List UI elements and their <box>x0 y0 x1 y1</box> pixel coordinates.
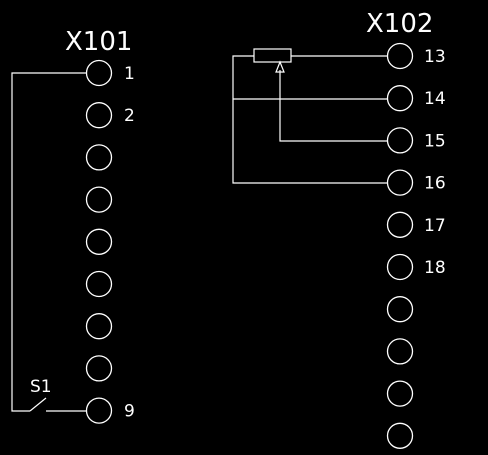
wiper-arrow-icon <box>275 60 285 73</box>
terminal-x102-2 <box>386 85 414 112</box>
terminal-x101-2 <box>85 102 113 129</box>
potentiometer-wiper-to-t15 <box>279 70 387 142</box>
terminal-x101-9 <box>85 397 113 424</box>
switch-s1-label: S1 <box>30 377 52 397</box>
terminal-x102-4 <box>386 169 414 196</box>
x102-wiring <box>232 48 387 184</box>
potentiometer-body <box>253 48 292 63</box>
pin-label-x102-5: 17 <box>424 216 446 236</box>
terminal-x101-5 <box>85 228 113 255</box>
pin-label-x102-1: 13 <box>424 47 446 67</box>
pin-label-x101-1: 1 <box>124 64 135 84</box>
terminal-x102-1 <box>386 42 414 70</box>
terminal-x101-7 <box>85 313 113 340</box>
terminal-x102-3 <box>386 127 414 154</box>
terminal-x102-9 <box>386 380 414 407</box>
block-title-x101: X101 <box>65 27 132 57</box>
block-title-x102: X102 <box>366 9 433 39</box>
pin-label-x102-2: 14 <box>424 89 446 109</box>
terminal-x101-4 <box>85 186 113 213</box>
x101-wiring: S1 <box>11 72 86 412</box>
pin-label-x101-2: 2 <box>124 106 135 126</box>
terminal-x102-5 <box>386 211 414 238</box>
terminal-x101-3 <box>85 144 113 171</box>
terminal-x102-7 <box>386 296 414 323</box>
terminal-block-x102: 13 14 15 16 17 18 <box>386 42 446 449</box>
wire-pot-left-to-t16 <box>232 55 387 184</box>
terminal-x101-8 <box>85 355 113 382</box>
pin-label-x102-3: 15 <box>424 131 446 151</box>
pin-label-x102-6: 18 <box>424 258 446 278</box>
terminal-x102-8 <box>386 338 414 365</box>
terminal-x102-10 <box>386 422 414 449</box>
terminal-block-x101: 1 2 9 <box>85 59 135 424</box>
switch-s1-contact <box>29 397 47 412</box>
pin-label-x102-4: 16 <box>424 174 446 194</box>
wire-t1-to-switch <box>11 72 86 412</box>
pin-label-x101-9: 9 <box>124 402 135 422</box>
terminal-x101-6 <box>85 270 113 298</box>
terminal-x101-1 <box>85 59 113 87</box>
terminal-x102-6 <box>386 253 414 281</box>
